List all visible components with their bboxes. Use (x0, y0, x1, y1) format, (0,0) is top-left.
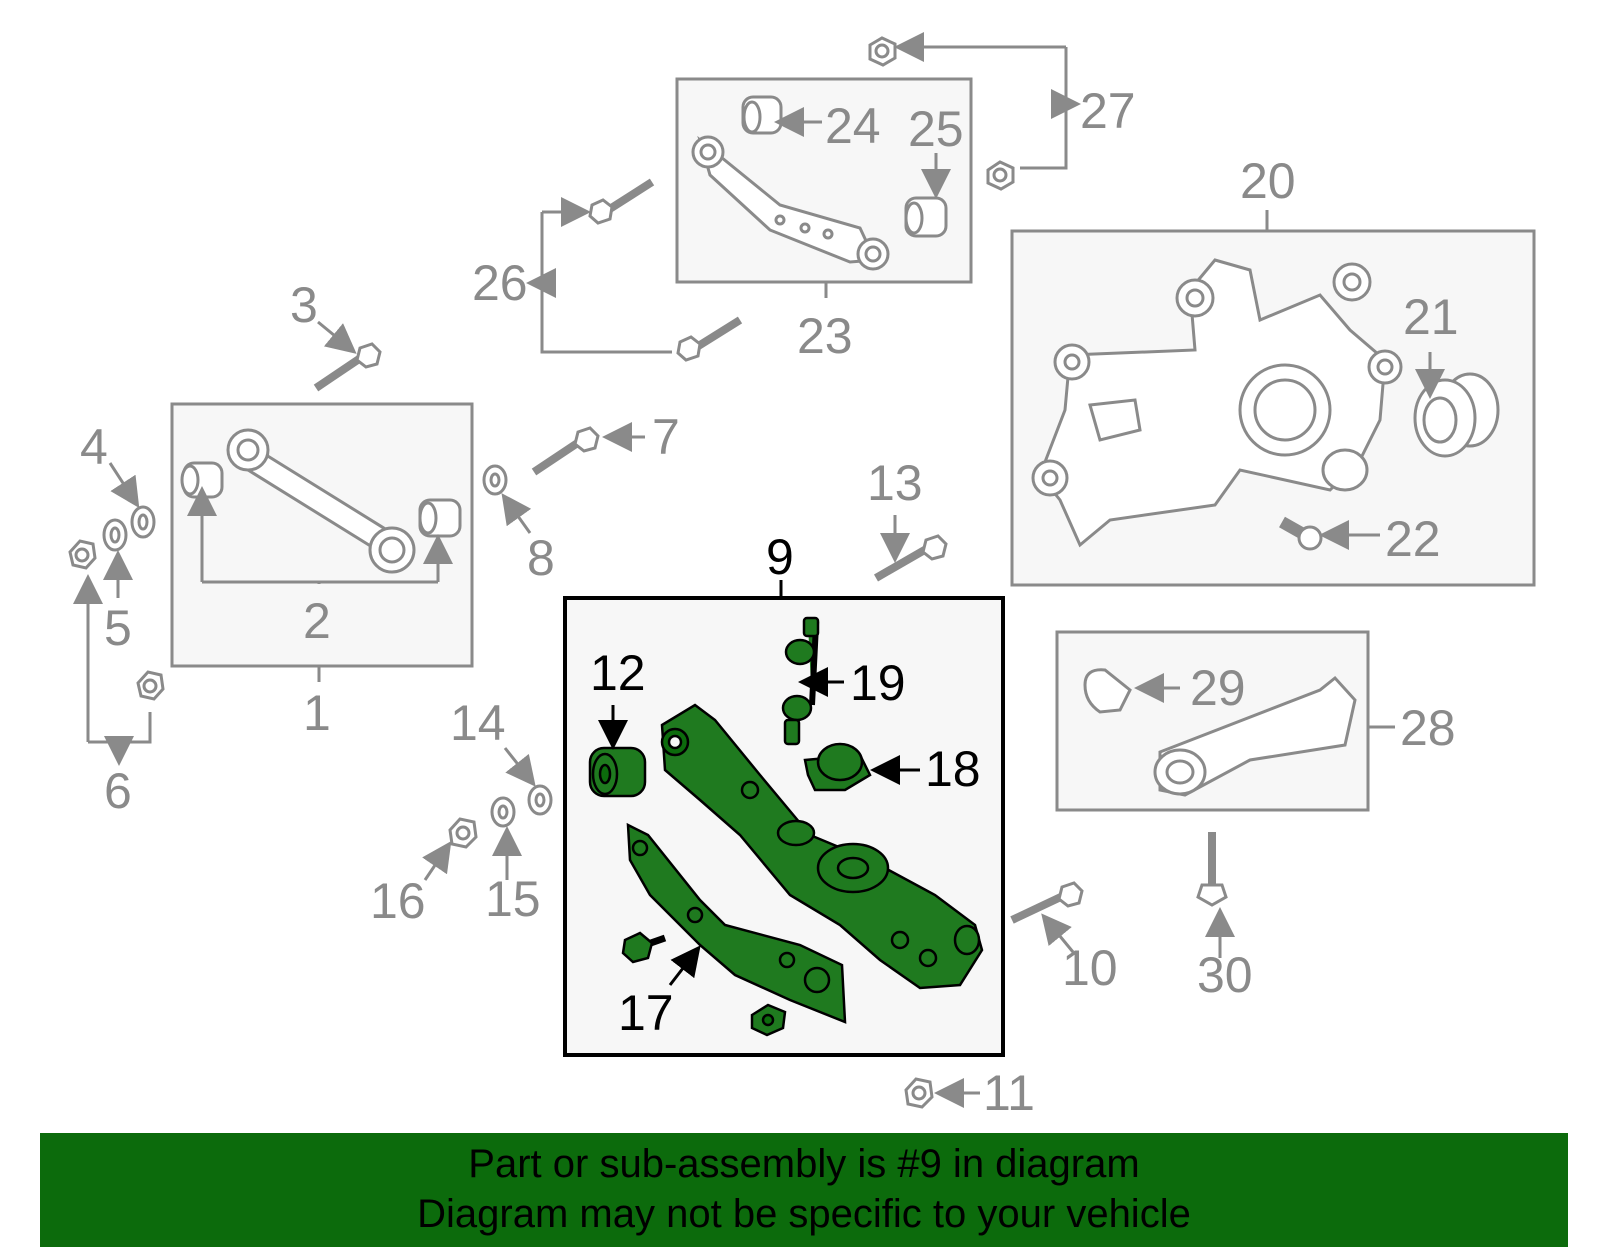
lower-plate-icon (626, 822, 847, 1024)
banner-line-2: Diagram may not be specific to your vehi… (417, 1192, 1191, 1236)
callout-1: 1 (303, 685, 331, 741)
trailing-arm-icon (1083, 668, 1357, 797)
nut-icon-box9 (750, 1003, 787, 1037)
bolt-icon-3 (313, 342, 382, 392)
callout-6: 6 (104, 763, 132, 819)
bushing-icon-21 (1413, 372, 1500, 458)
callout-3: 3 (290, 277, 318, 333)
callout-8: 8 (527, 530, 555, 586)
callout-25: 25 (908, 101, 964, 157)
callout-15: 15 (485, 871, 541, 927)
callout-4: 4 (80, 419, 108, 475)
callout-24: 24 (825, 98, 881, 154)
leader-2 (200, 492, 438, 584)
nut-icon-11 (904, 1077, 934, 1109)
callout-20: 20 (1240, 153, 1296, 209)
nut-icon-16 (448, 817, 478, 849)
assembly-box-9-group: 9 12 17 18 19 (563, 529, 1005, 1057)
callout-9: 9 (766, 529, 794, 585)
callout-18: 18 (925, 741, 981, 797)
callout-28: 28 (1400, 700, 1456, 756)
bolt-icon-30 (1196, 832, 1228, 907)
callout-14: 14 (450, 695, 506, 751)
grey-callouts: 1 2 3 4 5 6 7 8 10 11 13 14 15 16 20 21 … (80, 83, 1459, 1121)
callout-10: 10 (1062, 940, 1118, 996)
washer-icon-15 (490, 796, 516, 828)
bolt-icon-26b (676, 316, 743, 362)
washer-icon-4 (130, 505, 156, 539)
callout-13: 13 (867, 455, 923, 511)
bolt-icon-box9 (621, 931, 667, 964)
callout-23: 23 (797, 308, 853, 364)
callout-11: 11 (983, 1065, 1035, 1121)
callout-17: 17 (618, 985, 674, 1041)
callout-12: 12 (590, 645, 646, 701)
info-banner: Part or sub-assembly is #9 in diagram Di… (40, 1133, 1568, 1247)
callout-26: 26 (472, 255, 528, 311)
knuckle-icon (1031, 258, 1403, 548)
callout-19: 19 (850, 655, 906, 711)
bolt-icon-13 (874, 534, 948, 582)
bolt-icon-10 (1010, 881, 1084, 924)
nut-icon-27b (986, 160, 1015, 191)
bolt-icon-7 (531, 426, 600, 476)
callout-7: 7 (652, 409, 680, 465)
nut-icon-27a (868, 36, 897, 67)
banner-line-1: Part or sub-assembly is #9 in diagram (468, 1142, 1140, 1186)
leader-26 (532, 210, 672, 354)
callout-30: 30 (1197, 947, 1253, 1003)
callout-29: 29 (1190, 660, 1246, 716)
nut-icon-6b (136, 670, 165, 701)
nut-icon-6a (68, 539, 97, 570)
callout-16: 16 (370, 873, 426, 929)
bolt-icon-26a (588, 178, 655, 225)
callout-27: 27 (1080, 83, 1136, 139)
bushing-icon-12 (588, 746, 647, 798)
washer-icon-8 (482, 464, 508, 496)
spring-seat-icon (803, 742, 872, 792)
washer-icon-14 (527, 784, 553, 816)
washer-icon-5 (102, 518, 128, 552)
callout-5: 5 (104, 600, 132, 656)
stabilizer-link-icon (781, 616, 820, 746)
callout-21: 21 (1403, 289, 1459, 345)
callout-2: 2 (303, 593, 331, 649)
lower-control-arm-icon (660, 703, 984, 990)
callout-22: 22 (1385, 511, 1441, 567)
